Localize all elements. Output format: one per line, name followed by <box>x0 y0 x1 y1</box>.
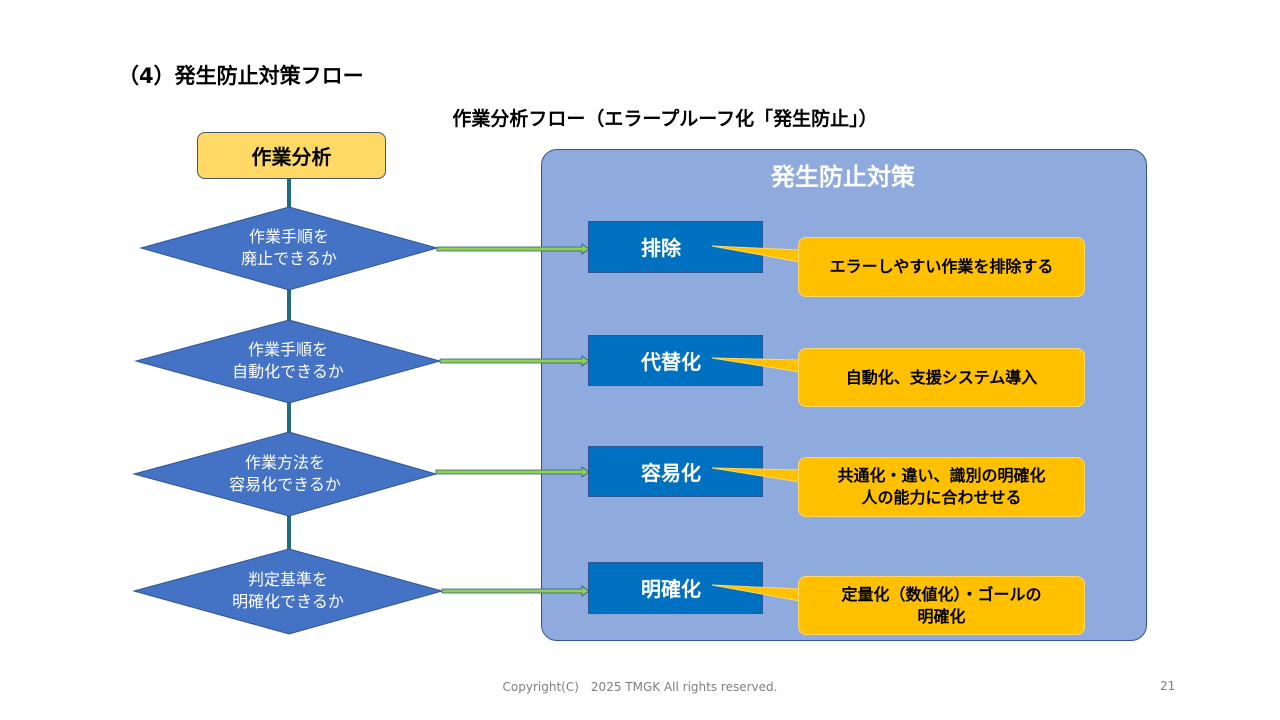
arrow-right <box>441 585 590 597</box>
measure-box-1: 排除 <box>588 221 763 273</box>
decision-diamond-3 <box>132 431 438 517</box>
callout-4: 定量化（数値化）・ゴールの明確化 <box>798 576 1085 635</box>
question-2: 作業手順を自動化できるか <box>232 340 344 381</box>
panel-title: 発生防止対策 <box>771 163 915 191</box>
connector-line <box>287 290 291 320</box>
question-1: 作業手順を廃止できるか <box>241 227 337 268</box>
copyright-footer: Copyright(C) 2025 TMGK All rights reserv… <box>502 680 778 694</box>
slide-title: （4）発生防止対策フロー <box>118 64 364 88</box>
page-number: 21 <box>1160 679 1176 693</box>
flow-subtitle: 作業分析フロー（エラープルーフ化「発生防止」） <box>452 108 878 130</box>
start-box: 作業分析 <box>197 132 386 179</box>
decision-diamond-1 <box>139 206 439 291</box>
arrow-right <box>436 243 590 255</box>
question-3: 作業方法を容易化できるか <box>229 453 341 494</box>
connector-line <box>287 179 291 207</box>
arrow-right <box>435 466 590 478</box>
callout-1: エラーしやすい作業を排除する <box>798 237 1085 297</box>
measure-box-3: 容易化 <box>588 446 763 497</box>
callout-3: 共通化・違い、識別の明確化人の能力に合わせせる <box>798 457 1085 517</box>
question-4: 判定基準を明確化できるか <box>232 570 344 611</box>
connector-line <box>287 516 291 549</box>
measure-box-4: 明確化 <box>588 562 763 614</box>
connector-line <box>287 403 291 432</box>
measure-box-2: 代替化 <box>588 335 763 386</box>
decision-diamond-4 <box>132 548 444 635</box>
decision-diamond-2 <box>134 319 442 404</box>
arrow-right <box>439 355 590 367</box>
callout-2: 自動化、支援システム導入 <box>798 348 1085 407</box>
